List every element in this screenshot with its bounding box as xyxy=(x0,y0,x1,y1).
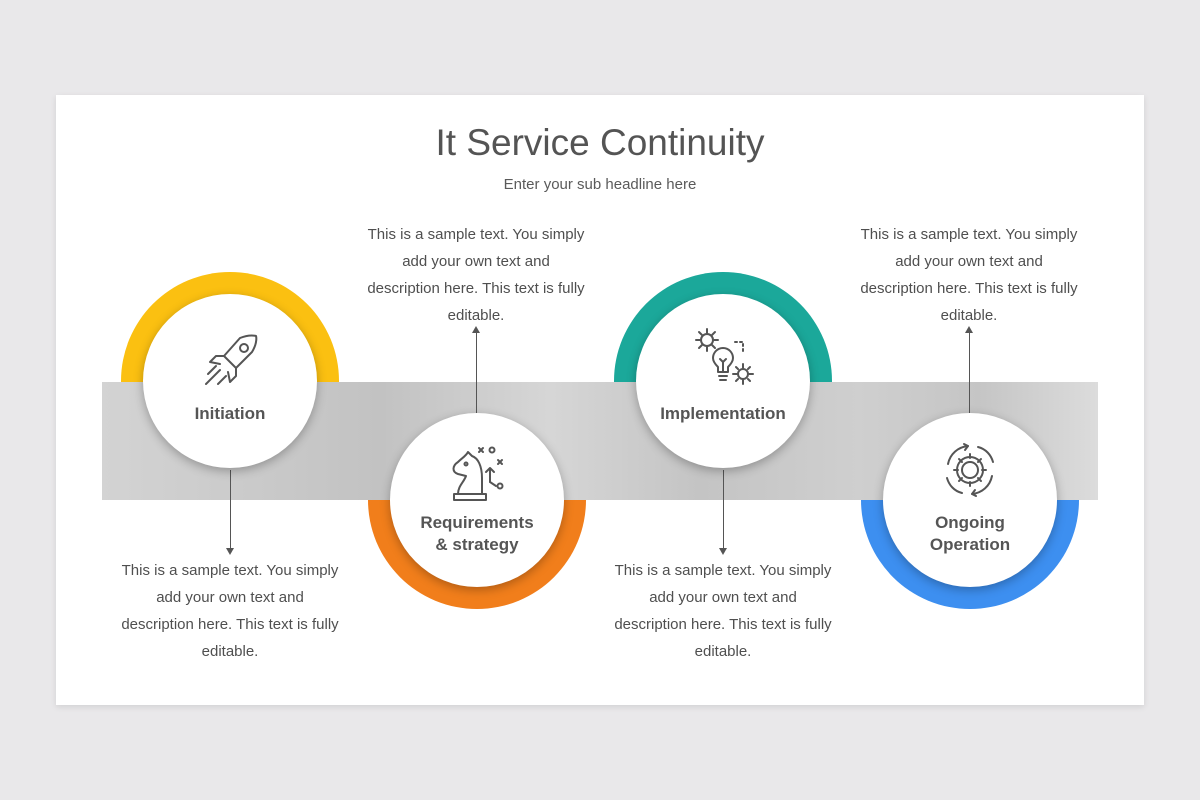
step-2-label-line-1: Requirements xyxy=(420,513,534,532)
step-3-description: This is a sample text. You simply add yo… xyxy=(614,562,832,660)
step-2-description: This is a sample text. You simply add yo… xyxy=(367,226,585,324)
gears-lightbulb-icon xyxy=(693,326,755,393)
step-4-label-line-1: Ongoing xyxy=(935,513,1005,532)
slide-subtitle: Enter your sub headline here xyxy=(503,176,697,193)
step-2-label: Requirements & strategy xyxy=(377,512,577,556)
arrow-up-icon xyxy=(472,326,480,333)
arrow-down-icon xyxy=(226,548,234,555)
step-1-label: Initiation xyxy=(130,403,330,425)
step-4-circle xyxy=(883,413,1057,587)
step-4-label-line-2: Operation xyxy=(929,535,1011,554)
arrow-down-icon xyxy=(719,548,727,555)
slide-title: It Service Continuity xyxy=(435,122,765,163)
arrow-up-icon xyxy=(965,326,973,333)
step-3-label-line: Implementation xyxy=(660,404,786,423)
connector-step-2 xyxy=(476,333,477,413)
step-4-description: This is a sample text. You simply add yo… xyxy=(860,226,1078,324)
connector-step-3 xyxy=(723,470,724,548)
step-4-label: Ongoing Operation xyxy=(870,512,1070,556)
step-3-label: Implementation xyxy=(623,403,823,425)
step-2-label-line-2: & strategy xyxy=(435,535,519,554)
step-1-description: This is a sample text. You simply add yo… xyxy=(121,562,339,660)
rocket-icon xyxy=(200,330,260,395)
step-1-label-line: Initiation xyxy=(194,404,266,423)
gear-cycle-icon xyxy=(940,440,1000,505)
connector-step-1 xyxy=(230,470,231,548)
connector-step-4 xyxy=(969,333,970,413)
chess-knight-strategy-icon xyxy=(446,444,508,509)
